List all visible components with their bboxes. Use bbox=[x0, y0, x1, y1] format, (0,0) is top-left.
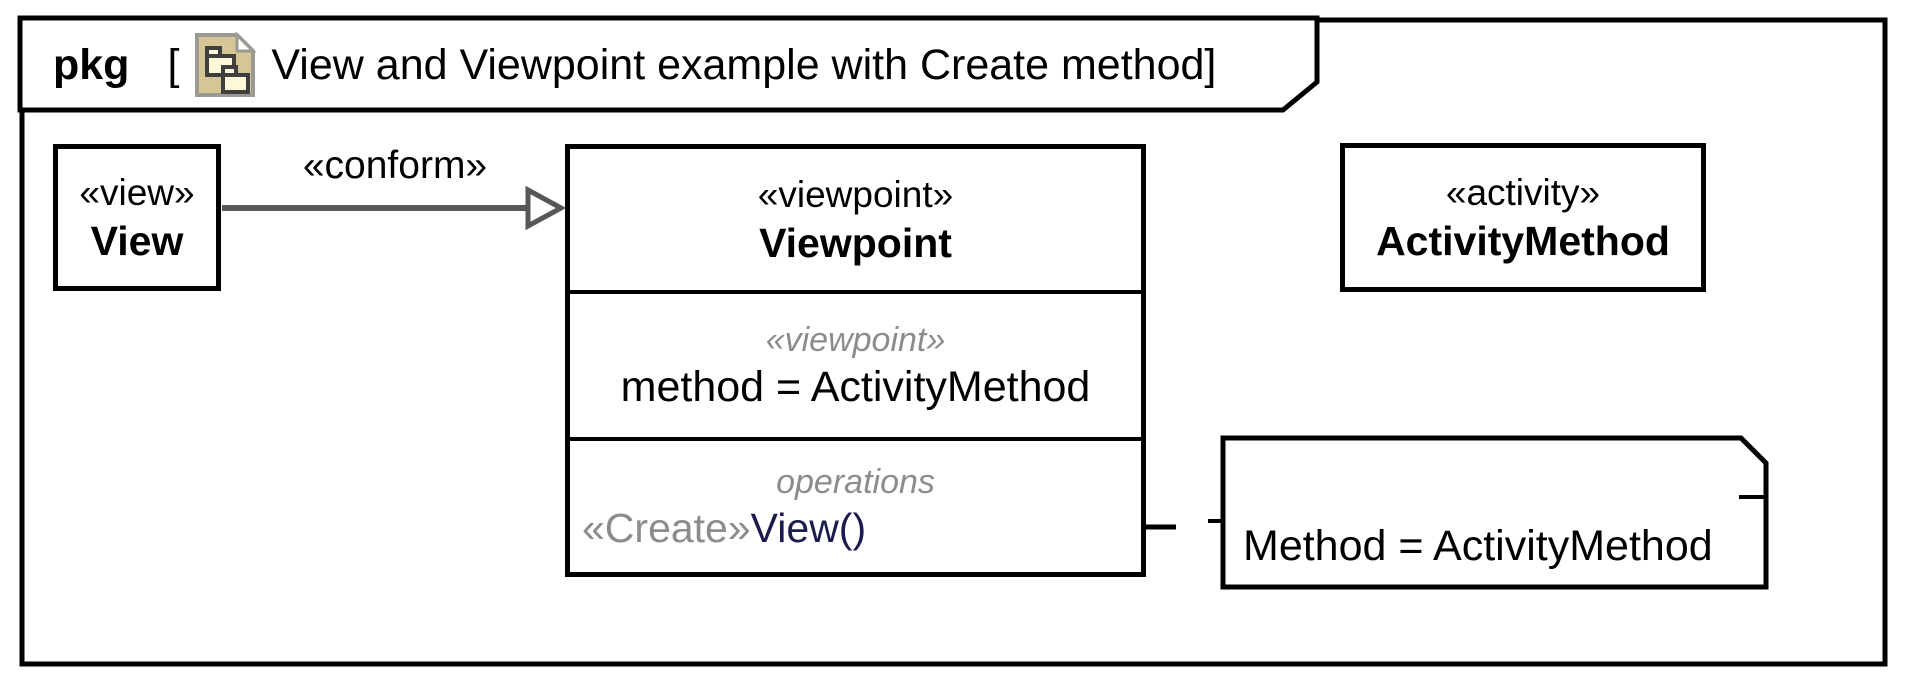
frame-header-tab bbox=[17, 15, 1320, 113]
package-diagram-icon bbox=[195, 32, 258, 97]
operation-stereotype: «Create» bbox=[582, 504, 751, 551]
frame-close-bracket: ] bbox=[1204, 40, 1217, 89]
view-stereotype: «view» bbox=[79, 171, 195, 213]
frame-kind-label: pkg bbox=[53, 40, 130, 89]
conform-arrow[interactable] bbox=[222, 185, 567, 231]
viewpoint-header-compartment: «viewpoint» Viewpoint bbox=[570, 149, 1141, 290]
viewpoint-attributes-compartment[interactable]: «viewpoint» method = ActivityMethod bbox=[570, 290, 1141, 437]
viewpoint-stereotype: «viewpoint» bbox=[757, 173, 954, 215]
open-triangle-arrowhead-icon bbox=[525, 185, 567, 231]
class-viewpoint[interactable]: «viewpoint» Viewpoint «viewpoint» method… bbox=[565, 144, 1146, 577]
operation-signature: View() bbox=[750, 504, 867, 551]
class-view[interactable]: «view» View bbox=[53, 144, 221, 291]
activity-name: ActivityMethod bbox=[1376, 217, 1670, 264]
activity-stereotype: «activity» bbox=[1445, 171, 1601, 213]
frame-header: pkg [ View and Viewpoint example with Cr… bbox=[53, 26, 1216, 104]
attributes-compartment-label: «viewpoint» bbox=[765, 320, 946, 359]
diagram-title: View and Viewpoint example with Create m… bbox=[271, 40, 1217, 89]
view-name: View bbox=[90, 217, 184, 264]
frame-open-bracket: [ bbox=[167, 40, 180, 89]
note-shape[interactable] bbox=[1220, 435, 1769, 590]
note-text: Method = ActivityMethod bbox=[1243, 522, 1713, 570]
viewpoint-name: Viewpoint bbox=[759, 219, 952, 266]
operation-item: «Create»View() bbox=[570, 503, 1141, 553]
class-activitymethod[interactable]: «activity» ActivityMethod bbox=[1340, 143, 1706, 292]
conform-label: «conform» bbox=[302, 144, 488, 187]
viewpoint-operations-compartment[interactable]: operations «Create»View() bbox=[570, 437, 1141, 572]
attribute-item: method = ActivityMethod bbox=[620, 362, 1091, 411]
operations-compartment-label: operations bbox=[776, 462, 935, 501]
